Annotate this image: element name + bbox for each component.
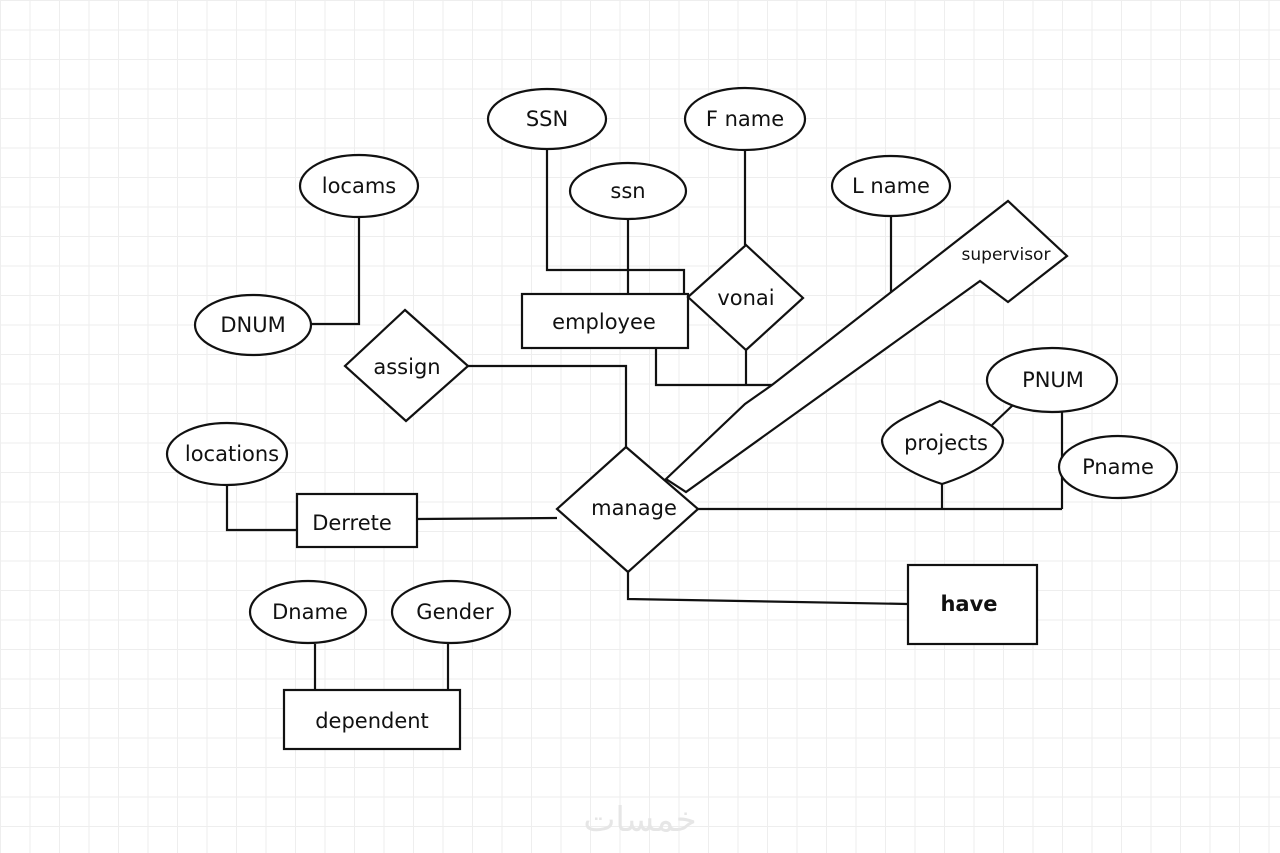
attribute-dnum-label: DNUM [220, 313, 285, 337]
entity-have-label: have [940, 592, 997, 616]
attribute-locams[interactable]: locams [298, 153, 420, 219]
entity-derrete-label: Derrete [312, 511, 392, 535]
relationship-projects-label: projects [904, 431, 988, 455]
relationship-assign[interactable]: assign [343, 308, 470, 423]
attribute-fname-label: F name [706, 107, 784, 131]
connector-assign-manage [468, 364, 628, 447]
supervisor-relationship-shape[interactable] [664, 199, 1069, 494]
attribute-pname-label: Pname [1082, 455, 1154, 479]
attribute-gender[interactable]: Gender [390, 579, 512, 645]
connector-SSN-employee [545, 148, 686, 295]
attribute-ssn-lower-label: ssn [610, 179, 645, 203]
attribute-pnum[interactable]: PNUM [985, 346, 1119, 414]
entity-derrete[interactable]: Derrete [295, 492, 419, 549]
relationship-manage-label: manage [591, 496, 677, 520]
connector-employee-vonai-bottom [654, 348, 772, 387]
attribute-locations-label: locations [185, 442, 279, 466]
attribute-locams-label: locams [322, 174, 397, 198]
attribute-fname[interactable]: F name [683, 86, 807, 152]
attribute-dnum[interactable]: DNUM [193, 293, 313, 357]
connector-locams-dnum [311, 217, 361, 326]
attribute-locations[interactable]: locations [165, 421, 289, 487]
connector-manage-have [626, 572, 909, 606]
entity-dependent[interactable]: dependent [282, 688, 462, 751]
entity-dependent-label: dependent [315, 709, 429, 733]
attribute-gender-label: Gender [416, 600, 494, 624]
relationship-manage[interactable]: manage [555, 445, 700, 574]
connector-pnum-projects [991, 404, 1014, 426]
attribute-pnum-label: PNUM [1022, 368, 1084, 392]
attribute-lname[interactable]: L name [830, 154, 952, 218]
attribute-ssn-upper[interactable]: SSN [486, 87, 608, 151]
relationship-projects[interactable]: projects [880, 399, 1005, 486]
entity-employee-label: employee [552, 310, 656, 334]
entity-employee[interactable]: employee [520, 292, 690, 350]
attribute-lname-label: L name [852, 174, 930, 198]
relationship-assign-label: assign [373, 355, 440, 379]
supervisor-label: supervisor [962, 245, 1051, 265]
connector-derrete-manage [416, 516, 558, 521]
connector-locations-derrete [225, 486, 297, 532]
relationship-vonai[interactable]: vonai [686, 243, 805, 352]
attribute-pname[interactable]: Pname [1057, 434, 1179, 500]
attribute-ssn-upper-label: SSN [526, 107, 568, 131]
watermark-logo: خمسات [583, 800, 697, 840]
attribute-dname-label: Dname [272, 600, 348, 624]
entity-have[interactable]: have [906, 563, 1039, 646]
attribute-ssn-lower[interactable]: ssn [568, 161, 688, 221]
relationship-vonai-label: vonai [717, 286, 774, 310]
attribute-dname[interactable]: Dname [248, 579, 368, 645]
